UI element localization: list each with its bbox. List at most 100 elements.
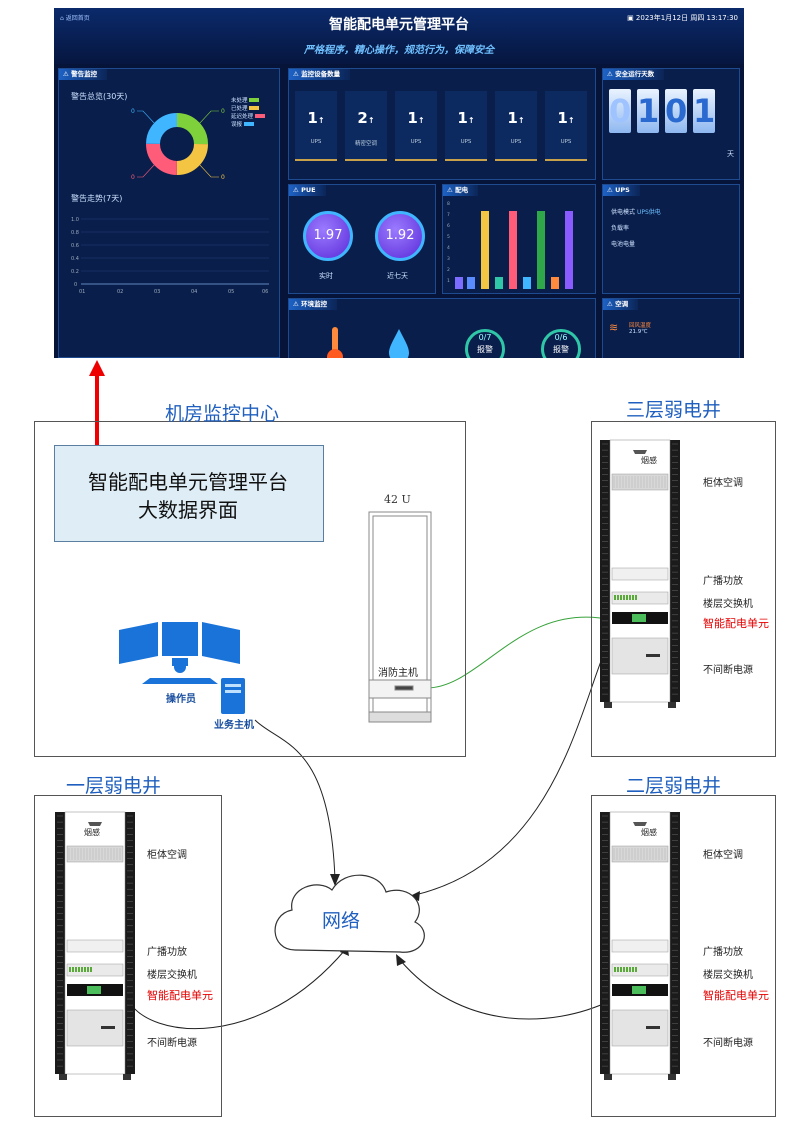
rack2-switch-port [629,967,631,972]
rack3-caster [604,702,612,708]
business-host-label: 业务主机 [214,720,254,731]
rack2-switch-port [617,967,619,972]
rack1-rail-right [125,812,135,1074]
rack2-floor-switch-label: 楼层交换机 [703,970,753,981]
network-cloud [274,874,425,953]
svg-text:8: 8 [447,201,450,207]
ups-panel: ⚠ UPS 供电模式 UPS供电 负载率 电池电量 [602,184,740,294]
alarm-overview-label: 警告总览(30天) [71,92,128,101]
device-card: 1↑UPS [495,91,537,161]
cabinet-42u-label: 42 U [384,493,411,506]
rack3-smoke-detector-icon [633,450,647,454]
platform-label-2: 大数据界面 [138,498,238,522]
control-center-box [34,421,466,757]
datetime-text: 2023年1月12日 周四 13:17:30 [635,14,738,22]
legend-item-unhandled: 未处理 [231,97,265,105]
second-floor-shaft-title: 二层弱电井 [626,775,722,797]
connector-first-network [127,949,346,1030]
pue-realtime-label: 实时 [319,272,333,280]
rack2-switch-port [614,967,616,972]
dashboard-screenshot: ⌂ 返回首页 智能配电单元管理平台 严格程序，精心操作，规范行为，保障安全 ▣ … [54,8,744,358]
power-bar [565,211,573,289]
power-panel-header: ⚠ 配电 [443,185,479,196]
trend-y-tick: 1.0 [71,217,79,223]
connector-second-network [399,959,613,1020]
rack1-switch-port [75,967,77,972]
rack2-smoke-detector-icon [633,822,647,826]
fire-host-label: 消防主机 [378,668,418,679]
rack3-ups-display [646,654,660,657]
rack3-switch-port [629,595,631,600]
trend-x-tick: 03 [154,289,160,295]
svg-text:4: 4 [447,245,450,251]
thermometer-icon [327,327,343,358]
power-bar-chart: 87 65 43 21 [447,201,573,289]
safety-days-panel: ⚠ 安全运行天数 0 1 0 1 天 [602,68,740,180]
trend-y-tick: 0.4 [71,256,79,262]
rack1-smoke-detector-icon [88,822,102,826]
platform-box [54,445,324,542]
rack3-ups-label: 不间断电源 [703,665,753,676]
legend-item-delayed: 延迟处理 [231,113,265,121]
rack3-smoke-label: 烟感 [641,456,657,465]
power-bar [509,211,517,289]
trend-x-tick: 05 [228,289,234,295]
home-link-label[interactable]: 返回首页 [65,15,90,22]
devices-panel-title: 监控设备数量 [301,70,341,78]
rack3-smart-pdu-label: 智能配电单元 [703,617,769,630]
alarm-legend: 未处理 已处理 延迟处理 误报 [231,97,265,129]
donut-zero-3: 0 [131,174,135,181]
pue-week-label: 近七天 [387,272,408,280]
green-cable [424,616,613,689]
rack1-cabinet-ac-label: 柜体空调 [147,850,187,861]
rack1-caster [123,1074,131,1080]
rack3-switch-port [635,595,637,600]
rack1-rail-left [55,812,65,1074]
rack1-switch-port [78,967,80,972]
rack3-floor-switch-label: 楼层交换机 [703,599,753,610]
wind-icon: ≋ [609,321,619,334]
trend-y-tick: 0.2 [71,269,79,275]
rack1-switch-port [72,967,74,972]
rack2-smart-pdu-label: 智能配电单元 [703,989,769,1002]
safety-digit: 1 [637,89,659,133]
first-floor-shaft-box [34,795,222,1117]
third-floor-shaft-title: 三层弱电井 [626,399,722,421]
svg-text:3: 3 [447,256,450,262]
device-card: 1↑UPS [295,91,337,161]
rack2-switch-port [620,967,622,972]
operator-monitors [119,622,240,684]
rack1-smoke-label: 烟感 [84,828,100,837]
ac-return-temp-label: 回风温度 [629,323,652,329]
connector-third-network [414,639,611,896]
rack2-rail-left [600,812,610,1074]
rack2-ups-label: 不间断电源 [703,1038,753,1049]
operator-icon [174,661,186,673]
rack1-smart-pdu-label: 智能配电单元 [147,989,213,1002]
rack2-broadcast-amp-unit [611,939,669,953]
trend-y-tick: 0 [74,282,77,288]
rack1-caster [59,1074,67,1080]
safety-panel-header: ⚠ 安全运行天数 [603,69,665,80]
home-link[interactable]: ⌂ 返回首页 [60,15,90,22]
safety-digit: 0 [609,89,631,133]
pue-week-gauge: 1.92 [375,211,425,261]
svg-text:6: 6 [447,223,450,229]
power-bar [455,277,463,289]
red-arrow-head [89,360,105,376]
ups-mode: 供电模式 UPS供电 [611,209,661,216]
ups-panel-title: UPS [615,186,630,194]
rack3-caster [668,702,676,708]
alarm-donut-chart: 0 0 0 0 [131,108,225,181]
power-bar [481,211,489,289]
pue-realtime-gauge: 1.97 [303,211,353,261]
legend-item-false: 误报 [231,121,265,129]
platform-label-1: 智能配电单元管理平台 [88,470,288,494]
third-floor-shaft-box [591,421,776,757]
operator-label: 操作员 [166,694,196,705]
control-center-title: 机房监控中心 [165,403,280,425]
safety-digit: 0 [665,89,687,133]
env-panel-header: ⚠ 环境监控 [289,299,338,310]
safety-digit: 1 [693,89,715,133]
